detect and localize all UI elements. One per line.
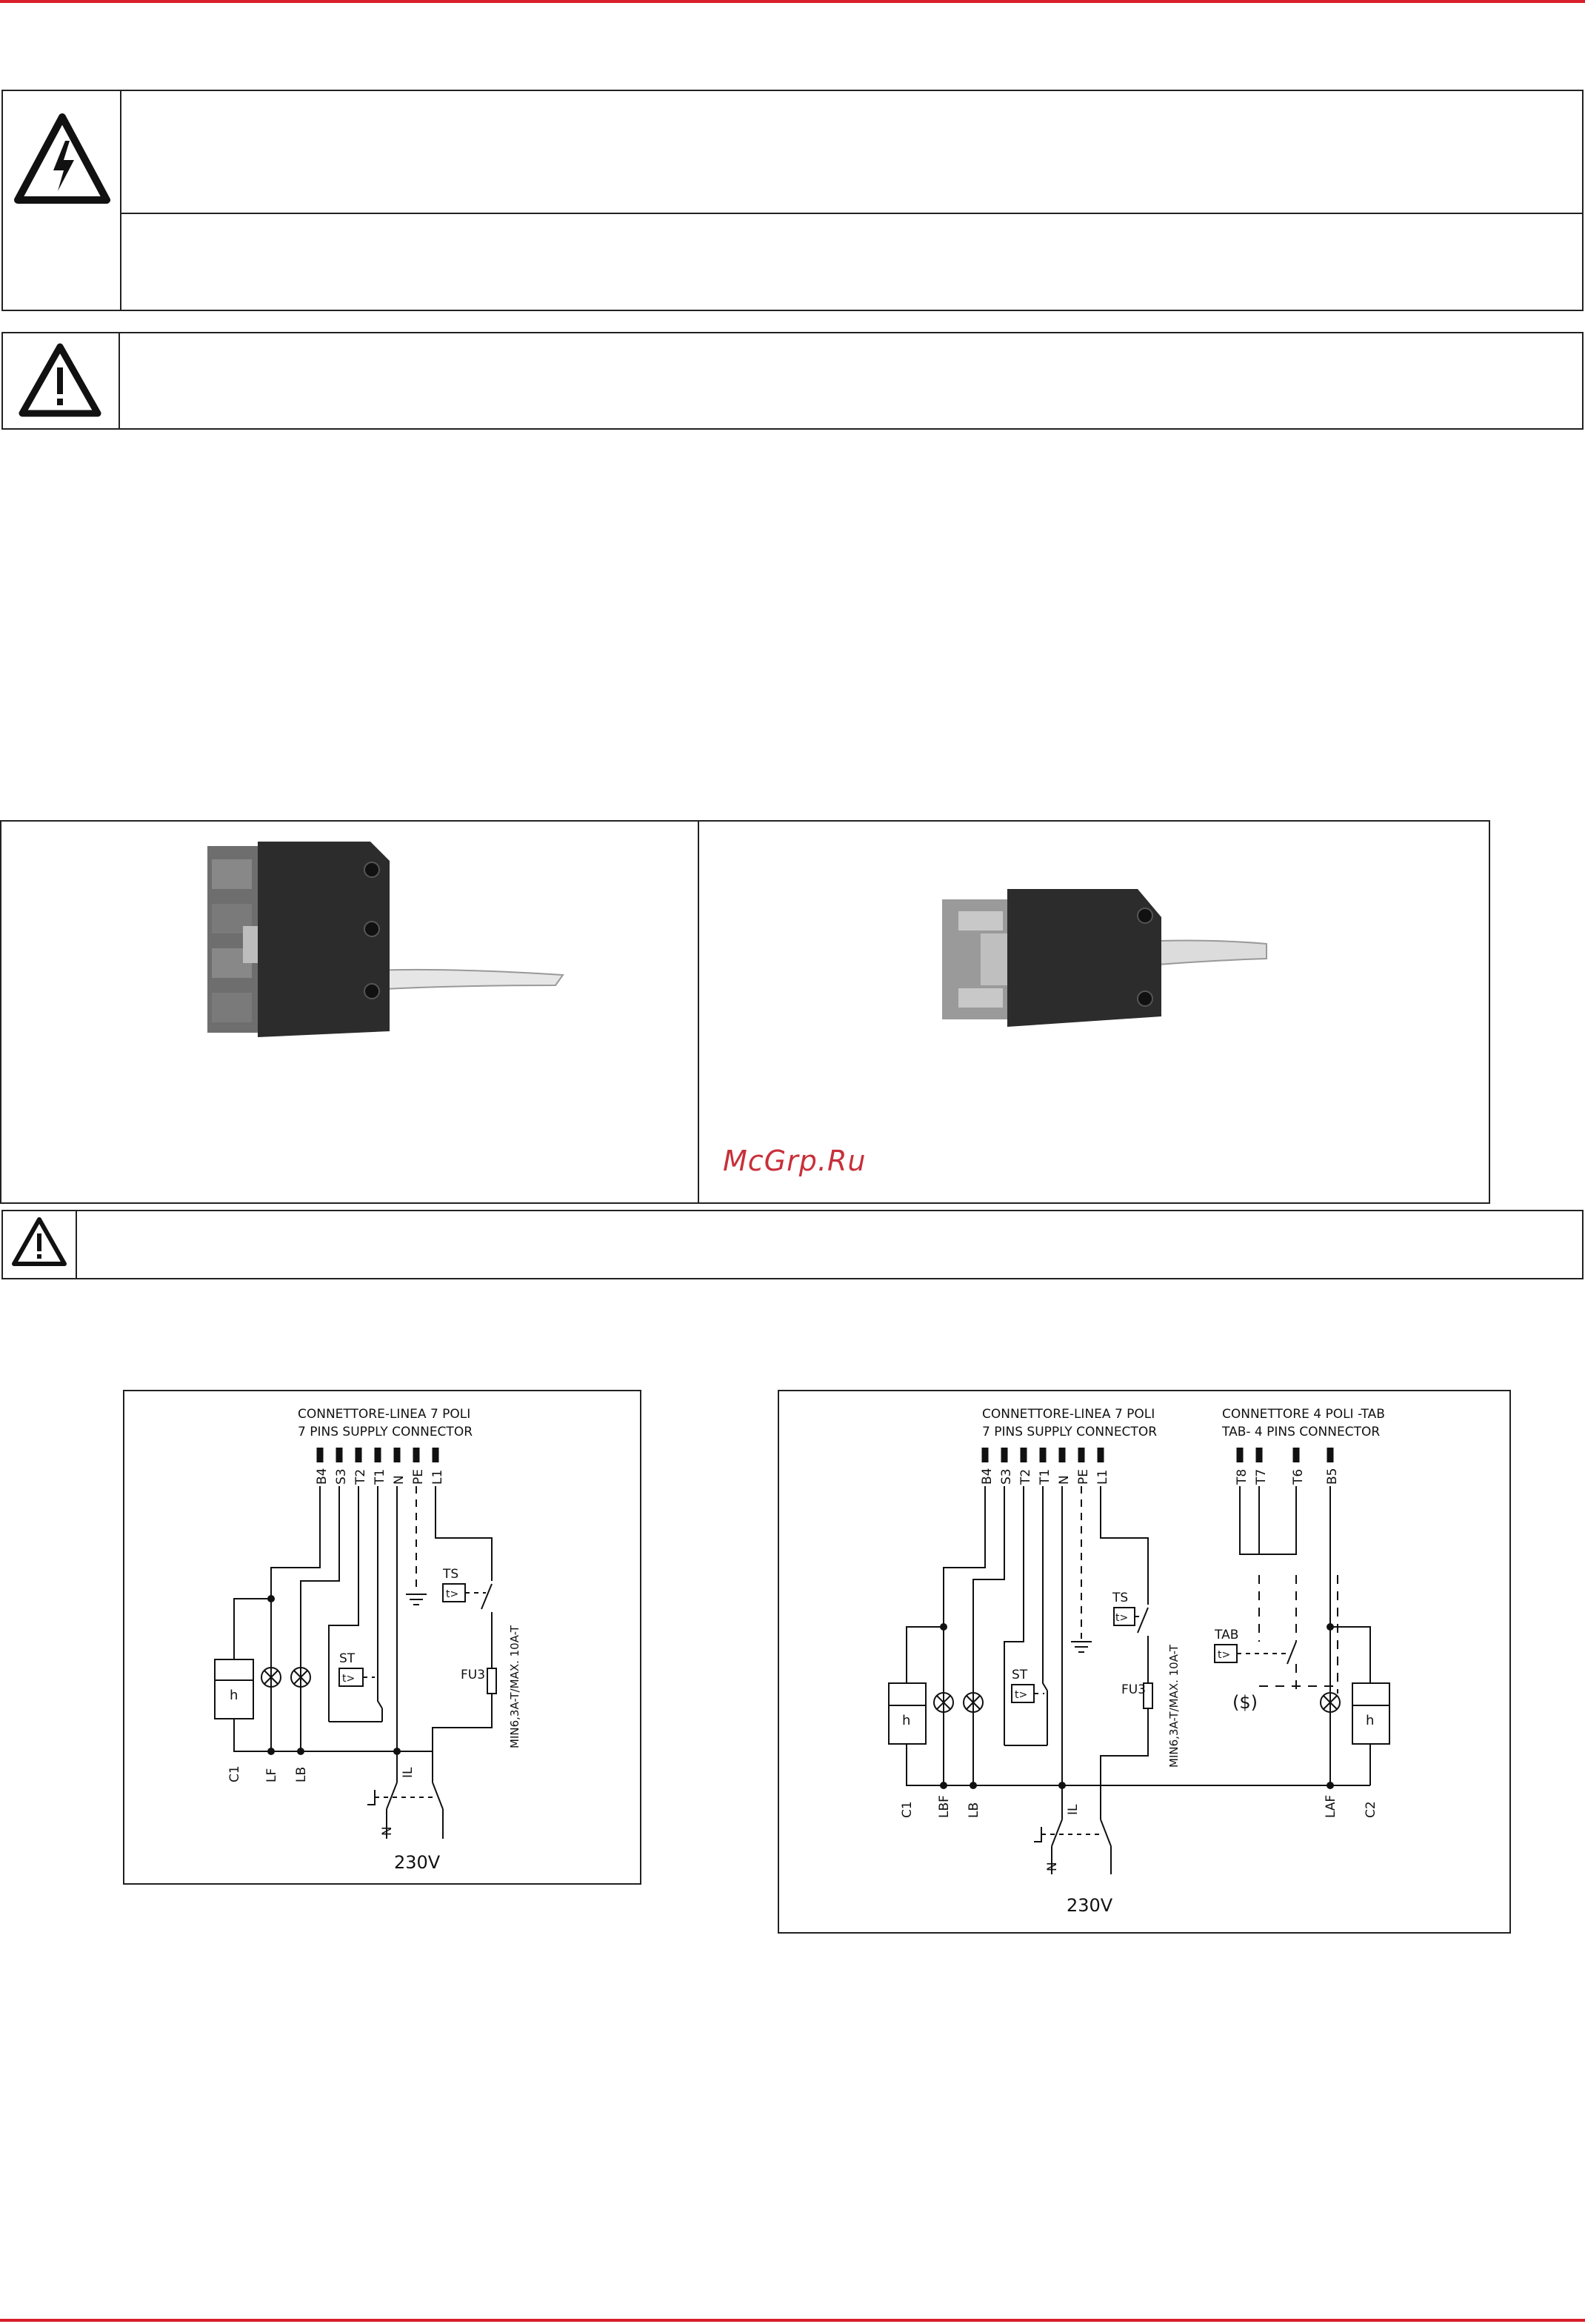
left-label-lb: LB bbox=[294, 1767, 309, 1782]
general-warning-icon-divider bbox=[119, 332, 120, 430]
left-ts-glyph: t> bbox=[446, 1588, 458, 1600]
left-pin-s3: S3 bbox=[334, 1468, 349, 1485]
right-label-laf: LAF bbox=[1324, 1795, 1338, 1818]
left-st-label: ST bbox=[339, 1651, 356, 1666]
right-pin-s3: S3 bbox=[999, 1468, 1014, 1485]
left-switch-label: IL bbox=[401, 1767, 416, 1778]
right-switch-label: IL bbox=[1066, 1804, 1081, 1815]
left-neutral-label: N bbox=[380, 1826, 395, 1836]
seven-pin-connector-photo bbox=[207, 842, 564, 1037]
right-label-lbf: LBF bbox=[937, 1795, 952, 1818]
left-pin-t1: T1 bbox=[373, 1469, 387, 1485]
photo-frame-divider bbox=[698, 820, 699, 1204]
wiring-diagram-left-frame bbox=[123, 1390, 641, 1885]
left-voltage: 230V bbox=[394, 1852, 441, 1873]
electric-warning-box bbox=[1, 90, 1584, 311]
left-pin-n: N bbox=[392, 1475, 407, 1485]
wiring-diagram-right-frame bbox=[778, 1390, 1511, 1934]
right-pin-l1: L1 bbox=[1095, 1470, 1110, 1485]
electric-warning-icon-divider bbox=[120, 90, 121, 311]
right-ts-label: TS bbox=[1112, 1591, 1128, 1605]
left-ts-label: TS bbox=[442, 1567, 458, 1582]
right-tab-pin-t8: T8 bbox=[1235, 1469, 1249, 1485]
right-st-label: ST bbox=[1012, 1668, 1028, 1682]
right-fuse-label: FU3 bbox=[1121, 1682, 1146, 1697]
general-warning-box bbox=[1, 332, 1584, 430]
left-fuse-label: FU3 bbox=[461, 1668, 485, 1682]
right-label-c2: C2 bbox=[1364, 1801, 1378, 1818]
general-warning-box-2 bbox=[1, 1210, 1584, 1279]
right-pin-t2: T2 bbox=[1018, 1469, 1033, 1485]
left-st-glyph: t> bbox=[342, 1673, 355, 1685]
right-label-c1: C1 bbox=[900, 1801, 915, 1818]
exclamation-warning-icon bbox=[19, 343, 101, 417]
right-heater-glyph-right: h bbox=[1366, 1713, 1374, 1728]
general-warning-2-icon-divider bbox=[76, 1210, 77, 1279]
right-tab-title-en: TAB- 4 PINS CONNECTOR bbox=[1221, 1425, 1380, 1439]
left-pin-t2: T2 bbox=[353, 1469, 368, 1485]
exclamation-warning-icon-small bbox=[12, 1217, 67, 1266]
electric-hazard-icon bbox=[14, 113, 110, 204]
right-pin-n: N bbox=[1057, 1475, 1072, 1485]
right-ts-glyph: t> bbox=[1115, 1612, 1128, 1624]
left-pin-l1: L1 bbox=[430, 1470, 445, 1485]
right-connector-title-it: CONNETTORE-LINEA 7 POLI bbox=[982, 1407, 1155, 1422]
right-st-glyph: t> bbox=[1015, 1689, 1027, 1701]
right-label-lb: LB bbox=[967, 1802, 981, 1818]
right-tab-label: TAB bbox=[1214, 1628, 1238, 1642]
left-label-c1: C1 bbox=[227, 1765, 242, 1782]
left-pin-pe: PE bbox=[411, 1469, 426, 1485]
left-fuse-rating: MIN6,3A-T/MAX. 10A-T bbox=[508, 1625, 521, 1748]
bottom-red-rule bbox=[0, 2319, 1585, 2322]
right-tab-pin-t7: T7 bbox=[1254, 1469, 1269, 1485]
right-pin-t1: T1 bbox=[1038, 1469, 1052, 1485]
left-label-lf: LF bbox=[264, 1768, 279, 1782]
right-tab-title-it: CONNETTORE 4 POLI -TAB bbox=[1222, 1407, 1385, 1422]
electric-warning-row-divider bbox=[120, 213, 1584, 214]
right-pin-pe: PE bbox=[1076, 1469, 1091, 1485]
left-connector-title-it: CONNETTORE-LINEA 7 POLI bbox=[298, 1407, 470, 1422]
top-red-rule bbox=[0, 0, 1585, 3]
right-tab-pin-b5: B5 bbox=[1325, 1468, 1340, 1485]
wiring-diagram-right: CONNETTORE-LINEA 7 POLI 7 PINS SUPPLY CO… bbox=[888, 1407, 1390, 1916]
right-heater-glyph-left: h bbox=[902, 1713, 910, 1728]
wiring-diagram-left: CONNETTORE-LINEA 7 POLI 7 PINS SUPPLY CO… bbox=[214, 1407, 521, 1873]
right-tab-glyph: t> bbox=[1218, 1649, 1230, 1661]
left-pin-b4: B4 bbox=[315, 1468, 330, 1485]
right-fuse-rating: MIN6,3A-T/MAX. 10A-T bbox=[1167, 1644, 1181, 1768]
right-pin-b4: B4 bbox=[980, 1468, 995, 1485]
right-neutral-label: N bbox=[1045, 1862, 1060, 1871]
four-pin-connector-photo bbox=[942, 889, 1267, 1027]
left-connector-title-en: 7 PINS SUPPLY CONNECTOR bbox=[298, 1425, 473, 1439]
left-heater-glyph: h bbox=[230, 1688, 238, 1703]
right-connector-title-en: 7 PINS SUPPLY CONNECTOR bbox=[982, 1425, 1157, 1439]
right-tab-pin-t6: T6 bbox=[1291, 1469, 1306, 1485]
connector-photo-frame bbox=[0, 820, 1490, 1204]
right-voltage: 230V bbox=[1067, 1895, 1113, 1916]
watermark-text: McGrp.Ru bbox=[723, 1145, 867, 1177]
right-snowflake-glyph: ($) bbox=[1232, 1692, 1258, 1713]
